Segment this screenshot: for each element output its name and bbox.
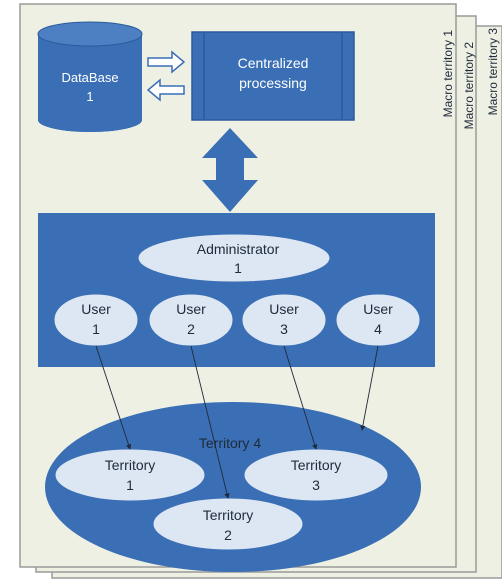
- database-label: DataBase: [61, 70, 118, 85]
- connector-user1-territory1: [95, 345, 132, 450]
- user-4-node: User 4: [335, 293, 421, 347]
- territory-4-region: Territory 4: [45, 402, 421, 572]
- processing-label-line2: processing: [239, 75, 307, 91]
- territory-3-number: 3: [312, 477, 320, 493]
- user-3-label: User: [269, 301, 299, 317]
- database-number: 1: [86, 89, 93, 104]
- database-cylinder: DataBase 1: [37, 21, 143, 132]
- territory-1-node: Territory 1: [54, 448, 206, 502]
- connector-user4-territory4: [360, 345, 379, 431]
- administrator-label: Administrator: [197, 241, 280, 257]
- territory-1-number: 1: [126, 477, 134, 493]
- territory-2-label: Territory: [203, 507, 254, 523]
- territory-1-label: Territory: [105, 457, 156, 473]
- data-exchange-arrows: [146, 50, 186, 102]
- user-3-number: 3: [280, 321, 288, 337]
- connector-lines: [95, 345, 379, 499]
- administrator-node: Administrator 1: [137, 233, 331, 283]
- macro-territory-2-label: Macro territory 2: [462, 42, 476, 130]
- user-1-label: User: [81, 301, 111, 317]
- connector-user3-territory3: [283, 345, 318, 450]
- user-2-label: User: [176, 301, 206, 317]
- macro-territory-3-label: Macro territory 3: [486, 28, 500, 116]
- user-4-number: 4: [374, 321, 382, 337]
- territory-3-label: Territory: [291, 457, 342, 473]
- administrator-number: 1: [234, 260, 242, 276]
- user-2-number: 2: [187, 321, 195, 337]
- user-1-node: User 1: [53, 293, 139, 347]
- user-1-number: 1: [92, 321, 100, 337]
- macro-territory-1-label: Macro territory 1: [441, 30, 455, 118]
- territory-2-number: 2: [224, 527, 232, 543]
- territory-4-label: Territory 4: [199, 435, 261, 451]
- territory-2-node: Territory 2: [152, 497, 304, 551]
- user-2-node: User 2: [148, 293, 234, 347]
- connector-user2-territory2: [190, 345, 230, 499]
- user-4-label: User: [363, 301, 393, 317]
- centralized-processing-box: Centralized processing: [191, 31, 355, 121]
- bidirectional-arrow: [202, 128, 258, 212]
- user-3-node: User 3: [241, 293, 327, 347]
- processing-label-line1: Centralized: [238, 55, 309, 71]
- territory-3-node: Territory 3: [243, 448, 389, 502]
